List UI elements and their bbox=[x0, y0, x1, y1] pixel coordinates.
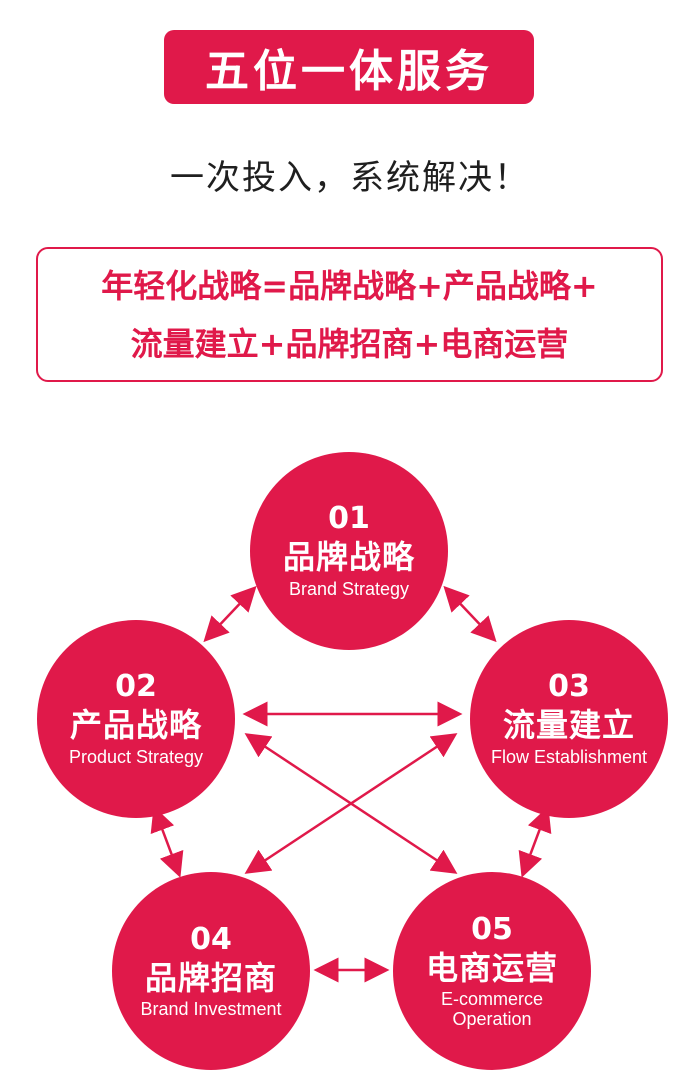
page-title: 五位一体服务 bbox=[205, 46, 493, 97]
node-title-en: Brand Investment bbox=[140, 999, 282, 1019]
formula-line-1: 年轻化战略=品牌战略+产品战略+ bbox=[101, 266, 598, 305]
node-title-cn: 品牌战略 bbox=[282, 538, 415, 576]
arrow-02-05 bbox=[244, 733, 458, 874]
node-title-en: Flow Establishment bbox=[490, 747, 648, 767]
node-title-cn: 电商运营 bbox=[425, 949, 558, 987]
arrow-01-03 bbox=[443, 585, 497, 643]
arrow-01-02 bbox=[203, 585, 257, 643]
node-title-en: Product Strategy bbox=[68, 747, 204, 767]
page-subtitle: 一次投入，系统解决！ bbox=[170, 158, 530, 198]
formula-box: 年轻化战略=品牌战略+产品战略+ 流量建立+品牌招商+电商运营 bbox=[36, 247, 663, 382]
node-number: 05 bbox=[471, 912, 513, 947]
node-ecommerce-operation: 05 电商运营 E-commerce Operation bbox=[393, 872, 591, 1070]
formula-line-2: 流量建立+品牌招商+电商运营 bbox=[130, 324, 569, 363]
node-flow-establishment: 03 流量建立 Flow Establishment bbox=[470, 620, 668, 818]
node-number: 02 bbox=[115, 669, 157, 704]
node-title-cn: 流量建立 bbox=[502, 706, 635, 744]
title-banner: 五位一体服务 bbox=[164, 30, 534, 104]
node-brand-investment: 04 品牌招商 Brand Investment bbox=[112, 872, 310, 1070]
node-title-en: Brand Strategy bbox=[288, 579, 410, 599]
node-product-strategy: 02 产品战略 Product Strategy bbox=[37, 620, 235, 818]
node-title-en: E-commerce Operation bbox=[440, 989, 543, 1029]
arrow-03-04 bbox=[244, 733, 458, 874]
node-brand-strategy: 01 品牌战略 Brand Strategy bbox=[250, 452, 448, 650]
arrow-03-05 bbox=[518, 806, 552, 878]
node-number: 01 bbox=[328, 501, 370, 536]
arrow-02-04 bbox=[150, 806, 184, 878]
node-number: 04 bbox=[190, 922, 232, 957]
node-title-cn: 品牌招商 bbox=[144, 959, 277, 997]
node-number: 03 bbox=[548, 669, 590, 704]
node-title-cn: 产品战略 bbox=[69, 706, 202, 744]
